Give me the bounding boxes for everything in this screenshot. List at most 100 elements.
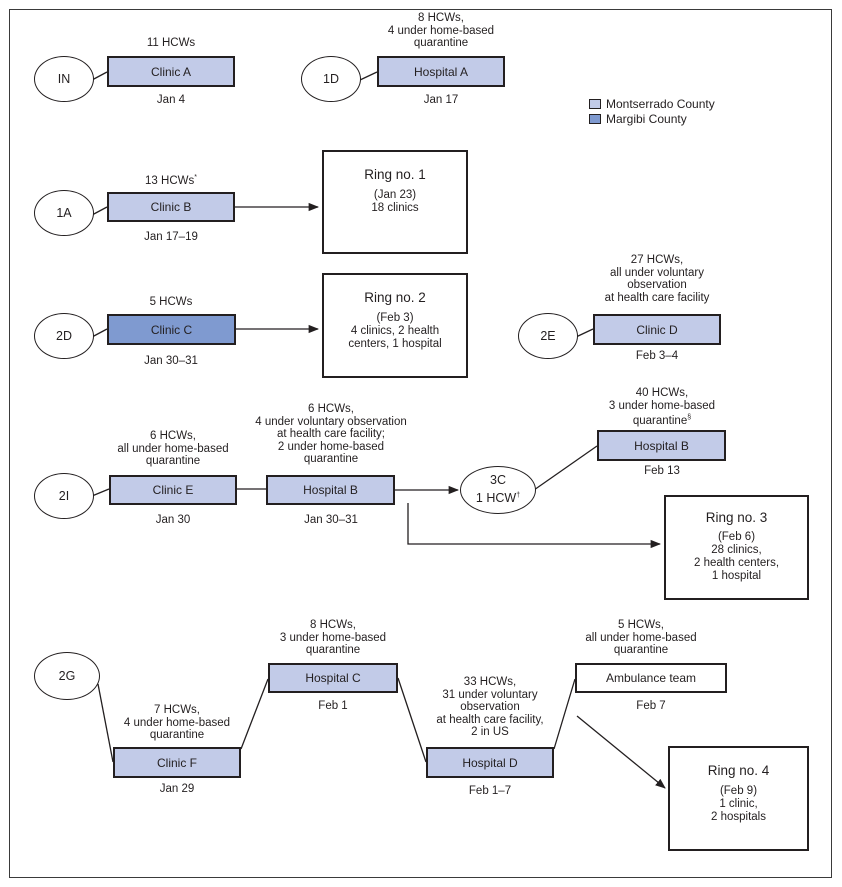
hcw-note-line: at health care facility <box>604 291 710 304</box>
hcw-note-line: 3 under home-based <box>279 631 387 644</box>
hcw-note-line: 2 in US <box>471 726 509 738</box>
date-hospital-a: Jan 17 <box>423 94 459 106</box>
date-clinic-e: Jan 30 <box>155 514 191 526</box>
case-node-3c: 3C 1 HCW† <box>460 466 536 514</box>
case-node-label: 1D <box>323 71 339 86</box>
case-node-1a: 1A <box>34 190 94 236</box>
facility-hospital-b-jan: Hospital B <box>266 475 395 505</box>
hcw-note-line: 8 HCWs, <box>309 619 356 631</box>
facility-label: Clinic D <box>636 322 678 337</box>
facility-clinic-d: Clinic D <box>593 314 721 345</box>
ring-title: Ring no. 2 <box>364 290 426 305</box>
hcw-note-line: 5 HCWs, <box>618 619 664 631</box>
hcw-note-clinic-a: 11 HCWs <box>147 37 195 50</box>
date-ambulance: Feb 7 <box>636 700 666 712</box>
link-1a-clinic-b <box>91 206 108 216</box>
ring-line: 1 clinic, <box>719 798 758 810</box>
case-node-2e: 2E <box>518 313 578 359</box>
hcw-note-line: observation <box>627 279 687 291</box>
ring-line: (Feb 3) <box>376 312 414 324</box>
link-1d-hospital-a <box>359 71 378 81</box>
link-2i-clinic-e <box>91 488 110 497</box>
facility-hospital-c: Hospital C <box>268 663 398 693</box>
link-2d-clinic-c <box>91 328 108 338</box>
hcw-note-hospital-a: 8 HCWs, 4 under home-based quarantine <box>388 12 494 50</box>
facility-label: Clinic C <box>150 322 193 337</box>
hcw-note-line: quarantine <box>305 644 361 656</box>
hcw-note-line: 6 HCWs, <box>307 403 354 415</box>
date-clinic-b: Jan 17–19 <box>144 231 198 243</box>
footnote-mark: § <box>687 414 692 421</box>
case-node-label: 2E <box>540 328 556 343</box>
hcw-note-line: 6 HCWs, <box>150 430 196 442</box>
hcw-note-line: 5 HCWs <box>149 296 193 308</box>
hcw-note-ambulance: 5 HCWs, all under home-based quarantine <box>585 619 696 657</box>
hcw-note-line: at health care facility; <box>276 428 386 440</box>
facility-label: Clinic F <box>156 755 197 770</box>
case-node-label: IN <box>57 71 71 86</box>
ring-title: Ring no. 4 <box>707 763 770 778</box>
hcw-note-line: quarantine <box>303 453 359 465</box>
case-node-2g: 2G <box>34 652 100 700</box>
hcw-note-line: 2 under home-based <box>277 440 385 453</box>
ring-line: (Feb 9) <box>719 785 758 797</box>
facility-clinic-f: Clinic F <box>113 747 241 778</box>
ring-title: Ring no. 3 <box>705 510 768 525</box>
hcw-note-clinic-f: 7 HCWs, 4 under home-based quarantine <box>124 704 230 742</box>
link-hospital-c-hospital-d <box>397 677 427 763</box>
case-node-2d: 2D <box>34 313 94 359</box>
hcw-note-clinic-b: 13 HCWs* <box>145 172 197 187</box>
ring-line: 4 clinics, 2 health <box>350 325 440 337</box>
facility-label: Clinic A <box>150 64 191 79</box>
facility-label: Clinic E <box>152 483 194 497</box>
hcw-note-line: quarantine <box>145 455 201 467</box>
case-node-in: IN <box>34 56 94 102</box>
facility-hospital-a: Hospital A <box>377 56 505 87</box>
hcw-note-line: 27 HCWs, <box>630 254 684 266</box>
hcw-note-line: 40 HCWs, <box>635 387 689 399</box>
case-node-1d: 1D <box>301 56 361 102</box>
hcw-note-line: 3 under home-based <box>608 399 716 412</box>
case-node-label: 3C <box>490 473 506 488</box>
link-2e-clinic-d <box>575 328 594 338</box>
hcw-note-line: all under voluntary <box>610 266 704 279</box>
facility-ambulance-team: Ambulance team <box>575 663 727 693</box>
hcw-note-text: 13 HCWs <box>145 174 195 187</box>
link-in-clinic-a <box>91 71 108 81</box>
case-node-label: 1A <box>56 205 72 220</box>
case-node-2i: 2I <box>34 473 94 519</box>
hcw-note-line: 4 under voluntary observation <box>255 415 407 428</box>
legend-swatch-montserrado <box>589 99 601 109</box>
facility-label: Hospital D <box>462 755 518 770</box>
facility-clinic-b: Clinic B <box>107 192 235 222</box>
hcw-note-hospital-b-feb: 40 HCWs, 3 under home-based quarantine§ <box>609 387 715 427</box>
link-clinic-f-hospital-c <box>240 678 269 750</box>
hcw-note-hospital-c: 8 HCWs, 3 under home-based quarantine <box>280 619 386 657</box>
hcw-note-line: all under home-based <box>585 631 697 644</box>
legend-label: Montserrado County <box>606 97 715 111</box>
case-node-sublabel-text: 1 HCW <box>475 491 517 506</box>
arrow-ambulance-ring-4 <box>576 715 666 789</box>
hcw-note-clinic-d: 27 HCWs, all under voluntary observation… <box>605 254 710 304</box>
facility-label: Hospital B <box>634 438 689 453</box>
case-node-label: 2G <box>58 668 76 683</box>
facility-label: Hospital B <box>303 483 358 497</box>
ring-line: 1 hospital <box>711 570 762 582</box>
hcw-note-hospital-b-jan: 6 HCWs, 4 under voluntary observation at… <box>255 403 407 466</box>
hcw-note-text: quarantine <box>632 414 688 427</box>
facility-hospital-b-feb: Hospital B <box>597 430 726 461</box>
facility-label: Hospital A <box>413 64 469 79</box>
hcw-note-clinic-c: 5 HCWs <box>150 296 193 309</box>
ring-2-box: Ring no. 2 (Feb 3) 4 clinics, 2 health c… <box>322 273 468 378</box>
ring-title: Ring no. 1 <box>364 167 426 182</box>
hcw-note-line: 4 under home-based <box>123 716 231 729</box>
link-2g-clinic-f <box>97 683 114 763</box>
hcw-note-clinic-e: 6 HCWs, all under home-based quarantine <box>117 430 228 468</box>
hcw-note-line: quarantine <box>149 729 205 741</box>
link-3c-hospital-b <box>533 445 598 491</box>
facility-hospital-d: Hospital D <box>426 747 554 778</box>
facility-clinic-e: Clinic E <box>109 475 237 505</box>
ring-line: (Feb 6) <box>717 531 756 543</box>
ring-line: (Jan 23) <box>373 189 417 201</box>
date-clinic-f: Jan 29 <box>159 783 195 795</box>
